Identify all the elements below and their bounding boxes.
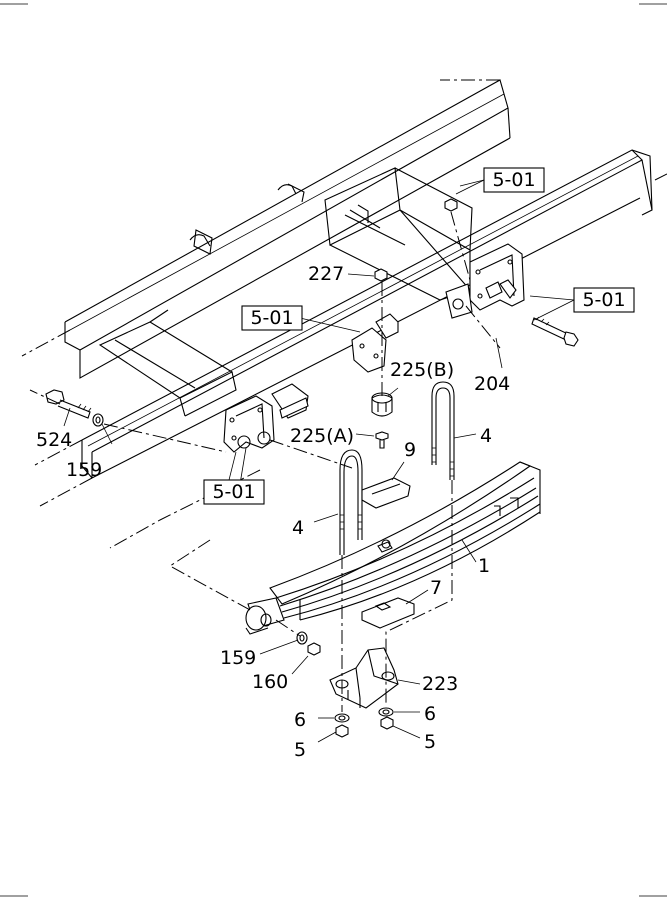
- callout-5-01-low-label: 5-01: [212, 481, 255, 503]
- nut-top: [444, 198, 458, 212]
- callout-159-left[interactable]: 159: [66, 459, 102, 481]
- spring-seat-9: [361, 477, 411, 509]
- washer-6-right: [378, 707, 394, 717]
- callout-5-01-top[interactable]: 5-01: [483, 167, 545, 193]
- left-frame-rail: [64, 79, 511, 379]
- callout-225b[interactable]: 225(B): [390, 359, 454, 381]
- callout-5-01-low[interactable]: 5-01: [203, 479, 265, 505]
- callout-5-01-mid-label: 5-01: [250, 307, 293, 329]
- right-frame-rail: [81, 149, 653, 479]
- crop-marks: [0, 3, 667, 897]
- rear-shackle-bracket: [223, 383, 309, 453]
- bolt-225a: [375, 431, 389, 449]
- callout-5-01-mid[interactable]: 5-01: [241, 305, 303, 331]
- leader-lines: [63, 179, 575, 743]
- nut-160: [307, 642, 321, 656]
- callout-5-01-top-label: 5-01: [492, 169, 535, 191]
- callout-4-right[interactable]: 4: [480, 425, 492, 447]
- shackle-bolt-524: [45, 389, 104, 427]
- nut-227: [374, 268, 388, 282]
- callout-223[interactable]: 223: [422, 673, 458, 695]
- callout-5-right[interactable]: 5: [424, 731, 436, 753]
- washer-6-left: [334, 713, 350, 723]
- callout-5-left[interactable]: 5: [294, 739, 306, 761]
- cross-member-front: [324, 167, 473, 301]
- nut-5-right: [380, 716, 394, 730]
- callout-4-left[interactable]: 4: [292, 517, 304, 539]
- hanger-bolt-right: [531, 316, 579, 347]
- callout-6-left[interactable]: 6: [294, 709, 306, 731]
- callout-225a[interactable]: 225(A): [290, 425, 354, 447]
- leaf-spring-1: [245, 461, 541, 635]
- callout-524[interactable]: 524: [36, 429, 72, 451]
- washer-159-low: [296, 631, 308, 645]
- callout-7[interactable]: 7: [430, 577, 442, 599]
- u-bolt-4-right: [431, 381, 455, 480]
- callout-5-01-right-label: 5-01: [582, 289, 625, 311]
- cross-member-rear: [98, 309, 237, 417]
- callout-227[interactable]: 227: [308, 263, 344, 285]
- callout-204[interactable]: 204: [474, 373, 510, 395]
- callout-159-low[interactable]: 159: [220, 647, 256, 669]
- callout-160[interactable]: 160: [252, 671, 288, 693]
- nut-5-left: [335, 724, 349, 738]
- callout-6-right[interactable]: 6: [424, 703, 436, 725]
- callout-5-01-right[interactable]: 5-01: [573, 287, 635, 313]
- u-bolt-4-left: [339, 449, 363, 555]
- bumper-rubber-225b: [371, 392, 393, 417]
- callout-1[interactable]: 1: [478, 555, 490, 577]
- spring-seat-223: [329, 647, 399, 709]
- front-hanger-bracket: [445, 243, 525, 319]
- callout-9[interactable]: 9: [404, 439, 416, 461]
- spacer-7: [361, 597, 415, 629]
